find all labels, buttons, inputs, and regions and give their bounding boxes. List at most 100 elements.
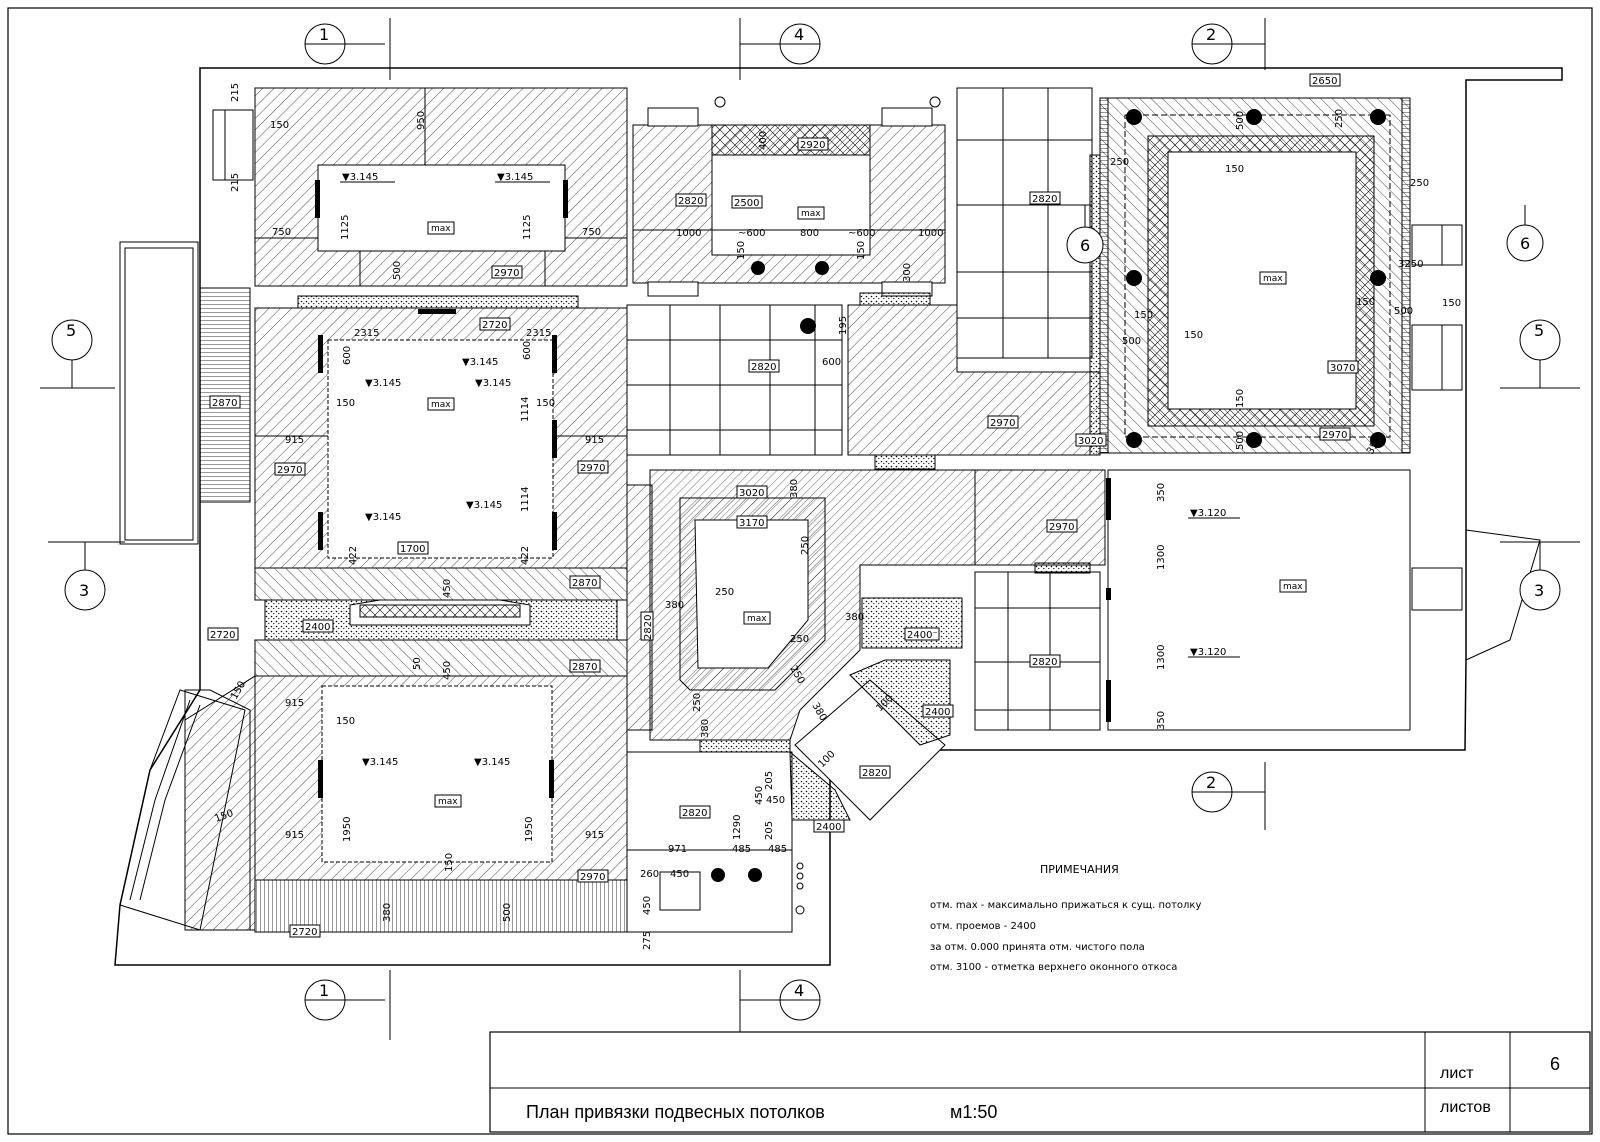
marker-label-6-center: 6	[1080, 236, 1090, 255]
dim-1300-b: 1300	[1156, 645, 1167, 670]
tag-2970-b: 2970	[277, 465, 302, 476]
dim-2315-a: 2315	[354, 328, 379, 339]
level-g: ▼3.145	[466, 500, 502, 511]
strip-top	[297, 295, 579, 309]
tag-2820-a: 2820	[678, 196, 703, 207]
section-marker-2-top: 2	[1191, 18, 1266, 70]
dim-150-c: 150	[536, 398, 555, 409]
tag-3070: 3070	[1330, 363, 1355, 374]
marker-label-3-right: 3	[1534, 581, 1544, 600]
note-line-4: отм. 3100 - отметка верхнего оконного от…	[930, 962, 1177, 973]
grid-room-a	[626, 304, 843, 456]
tag-2820-e: 2820	[1032, 657, 1057, 668]
drawing-title: План привязки подвесных потолков	[526, 1102, 825, 1122]
tag-2970-c: 2970	[580, 463, 605, 474]
dim-150-o: 150	[1235, 389, 1246, 408]
sheet-number: 6	[1550, 1054, 1560, 1074]
strip-right-vert	[1089, 154, 1101, 456]
dim-1290: 1290	[732, 815, 743, 840]
marker-label-5-left: 5	[66, 321, 76, 340]
dim-215-b: 215	[230, 173, 241, 192]
tag-2400-b: 2400⁻	[907, 630, 938, 641]
level-marks: ▼3.145 ▼3.145 ▼3.145 ▼3.145 ▼3.145 ▼3.14…	[340, 172, 1240, 768]
dim-1125-b: 1125	[522, 215, 533, 240]
section-marker-4-bottom: 4	[739, 970, 821, 1040]
section-marker-3-left: 3	[48, 541, 125, 611]
tag-2970-e: 2970	[990, 418, 1015, 429]
dim-150-b: 150	[336, 398, 355, 409]
dim-300: 300	[902, 263, 913, 282]
dim-485-a: 485	[732, 844, 751, 855]
dim-500-d: 500	[1122, 336, 1141, 347]
level-f: ▼3.145	[365, 512, 401, 523]
dim-275: 275	[642, 931, 653, 950]
level-i: ▼3.145	[474, 757, 510, 768]
dim-950: 950	[416, 111, 427, 130]
marker-label-5-right: 5	[1534, 321, 1544, 340]
dim-450-e: 450	[670, 869, 689, 880]
room-top-left	[212, 87, 628, 287]
dim-1000-a: 1000	[676, 228, 701, 239]
right-wall-windows	[1411, 224, 1541, 661]
dim-600-b: 600	[522, 341, 533, 360]
marker-label-4-bottom: 4	[794, 981, 804, 1000]
tag-2720-c: 2720	[292, 927, 317, 938]
dim-150-n: 150	[1184, 330, 1203, 341]
room-diagonal	[789, 659, 951, 821]
level-j: ▼3.120	[1190, 508, 1226, 519]
level-e: ▼3.145	[475, 378, 511, 389]
dim-250-c: 250	[1410, 178, 1429, 189]
room-top-center	[632, 96, 946, 297]
section-marker-1-top: 1	[304, 18, 391, 80]
dim-1000-b: 1000	[918, 228, 943, 239]
dim-915-e: 915	[585, 830, 604, 841]
dim-500-b: 500	[1235, 111, 1246, 130]
balcony-left	[119, 241, 251, 545]
tag-2400-d: 2400	[816, 822, 841, 833]
dim-250-b: 250	[1334, 109, 1345, 128]
max-tag-a: max	[431, 224, 451, 234]
section-marker-5-left: 5	[40, 319, 115, 389]
dim-150-l: 150	[1442, 298, 1461, 309]
dim-150-h: 150	[736, 241, 747, 260]
strip-center-mid	[874, 454, 936, 470]
notes-heading: ПРИМЕЧАНИЯ	[1040, 863, 1119, 876]
room-right-large	[1106, 469, 1411, 731]
dim-1950-a: 1950	[342, 817, 353, 842]
marker-label-4-top: 4	[794, 25, 804, 44]
dim-205-b: 205	[764, 821, 775, 840]
dim-250-f: 250	[790, 634, 809, 645]
note-line-2: отм. проемов - 2400	[930, 921, 1036, 932]
room-bottom-left	[119, 675, 628, 933]
tag-2400-c: 2400	[925, 707, 950, 718]
dim-971: 971	[668, 844, 687, 855]
dim-380-f: 380	[382, 903, 393, 922]
dim-150-j: 150	[1225, 164, 1244, 175]
level-a: ▼3.145	[342, 172, 378, 183]
dim-485-b: 485	[768, 844, 787, 855]
dim-422-b: 422	[520, 546, 531, 565]
tag-2820-g: 2820	[682, 808, 707, 819]
dim-915-d: 915	[285, 830, 304, 841]
dim-600-e: 600	[822, 357, 841, 368]
section-marker-3-right: 3	[1500, 541, 1580, 611]
max-tag-e: max	[1263, 274, 1283, 284]
dim-250-d: 250	[800, 536, 811, 555]
dim-150-d: 150	[336, 716, 355, 727]
tag-2870-c: 2870	[572, 662, 597, 673]
tag-2650: 2650	[1312, 76, 1337, 87]
dim-915-a: 915	[285, 435, 304, 446]
dim-205-a: 205	[764, 771, 775, 790]
tag-2970-f: 2970	[1322, 430, 1347, 441]
marker-label-1-top: 1	[319, 25, 329, 44]
tag-2400-a: 2400	[305, 622, 330, 633]
max-tags: max max max max max max max	[427, 206, 1307, 808]
dim-1114-a: 1114	[520, 397, 531, 422]
dim-50: 50	[412, 657, 423, 670]
dim-450-f: 450	[642, 896, 653, 915]
dim-260: 260	[640, 869, 659, 880]
sheet-label: лист	[1440, 1065, 1474, 1082]
max-tag-f: max	[747, 614, 767, 624]
dim-915-b: 915	[585, 435, 604, 446]
